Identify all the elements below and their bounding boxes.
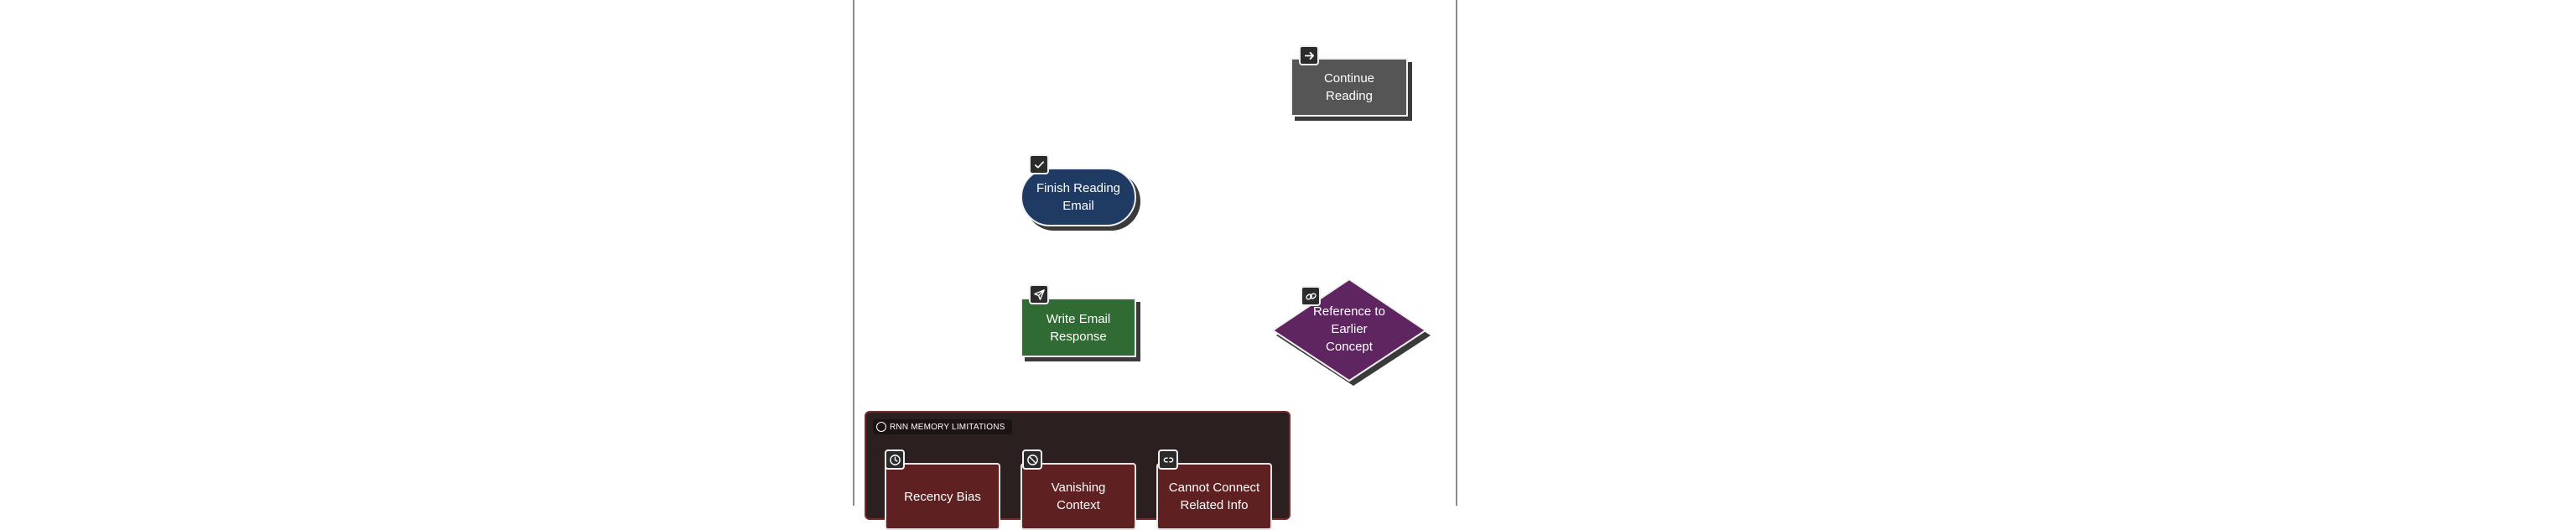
circle-icon [876,422,886,432]
arrow-right-icon [1299,45,1319,65]
link-icon [1301,286,1321,306]
right-divider-line [1456,0,1457,506]
blocked-icon [1022,449,1042,470]
continue-reading-label-line2: Reading [1326,89,1373,103]
vanishing-context-label-line1: Vanishing [1051,481,1106,495]
continue-reading-label-line1: Continue [1323,71,1375,86]
finish-reading-label-line1: Finish Reading [1036,181,1121,195]
finish-reading-email-node[interactable]: Finish Reading Email [1021,168,1136,226]
reference-label-line2: Earlier [1331,321,1368,336]
write-response-label-line2: Response [1050,329,1107,344]
continue-reading-node[interactable]: Continue Reading [1291,58,1408,117]
recency-bias-label: Recency Bias [904,489,981,504]
vanishing-context-node[interactable]: Vanishing Context [1021,463,1136,530]
group-title: RNN MEMORY LIMITATIONS [890,422,1005,432]
send-icon [1029,284,1049,304]
clock-icon [885,449,905,470]
reference-earlier-concept-node[interactable]: Reference to Earlier Concept [1271,277,1431,386]
reference-label-line1: Reference to [1313,304,1385,319]
reference-label-line3: Concept [1326,339,1373,354]
finish-reading-label-line2: Email [1062,199,1094,213]
check-icon [1029,154,1049,174]
write-response-label-line1: Write Email [1046,311,1111,326]
group-title-badge: RNN MEMORY LIMITATIONS [873,419,1012,434]
rnn-memory-limitations-group: RNN MEMORY LIMITATIONS Recency Bias Vani… [865,411,1291,530]
left-divider-line [853,0,854,506]
recency-bias-node[interactable]: Recency Bias [885,463,1000,530]
cannot-connect-label-line1: Cannot Connect [1168,481,1260,495]
cannot-connect-node[interactable]: Cannot Connect Related Info [1156,463,1272,530]
write-email-response-node[interactable]: Write Email Response [1021,298,1136,357]
broken-link-icon [1158,449,1178,470]
